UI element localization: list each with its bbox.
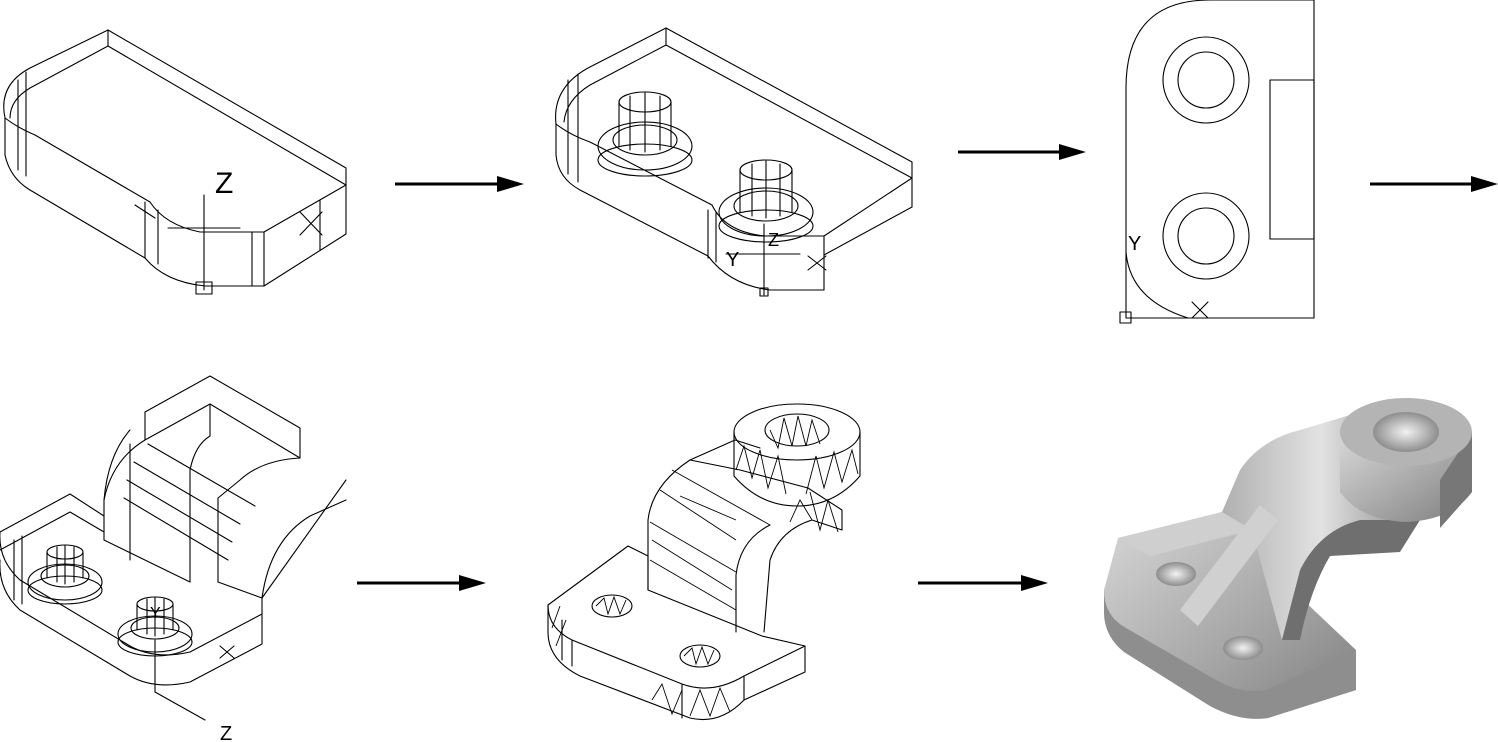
step-4-z-axis-label: Z (220, 723, 232, 742)
step-5-faceted-solid (547, 403, 861, 721)
arrow-step-3-to-4 (1370, 176, 1498, 192)
step-3-plan-view: Y (1119, 0, 1315, 324)
arrow-step-5-to-6 (918, 575, 1048, 591)
step-3-y-axis-label: Y (1128, 233, 1141, 255)
step-2-slab-with-bosses: Y Z (555, 27, 913, 297)
arrow-step-2-to-3 (958, 144, 1086, 160)
step-4-wireframe-bridge: Y Z (0, 375, 347, 742)
arrow-step-1-to-2 (395, 176, 524, 192)
arrow-step-4-to-5 (357, 575, 486, 591)
step-1-base-slab: Z (3, 29, 347, 295)
step-2-z-axis-label: Z (768, 230, 779, 250)
step-6-shaded-solid (1104, 398, 1472, 719)
step-4-y-axis-label: Y (150, 605, 161, 622)
step-2-y-axis-label: Y (726, 249, 739, 271)
step-1-z-axis-label: Z (215, 167, 233, 200)
